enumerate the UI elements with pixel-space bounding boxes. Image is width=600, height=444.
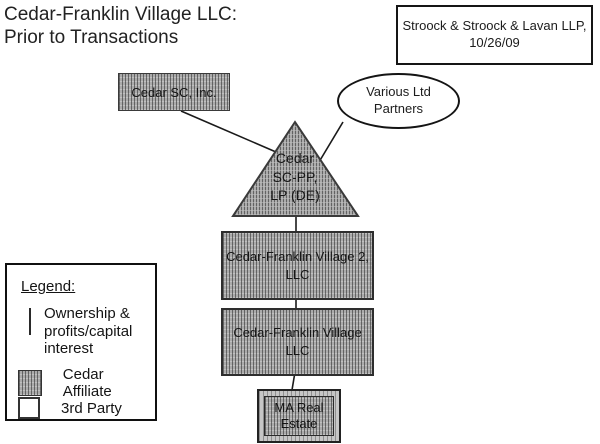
- firm-note-box: Stroock & Stroock & Lavan LLP, 10/26/09: [396, 5, 593, 65]
- node-cedar-franklin-village-llc: Cedar-Franklin Village LLC: [221, 308, 374, 376]
- node-cedar-sc-pp-line2: SC-PP,: [272, 168, 318, 185]
- page-title-line1: Cedar-Franklin Village LLC:: [4, 4, 238, 25]
- node-cedar-sc-inc-label: Cedar SC, Inc.: [131, 84, 217, 100]
- legend-ownership-label: Ownership & profits/capital interest: [44, 305, 133, 358]
- node-various-ltd-partners: Various Ltd Partners: [337, 73, 460, 129]
- edge-cedar-sc-to-triangle: [180, 110, 277, 153]
- legend-3rd-party-label: 3rd Party: [61, 399, 122, 417]
- node-ma-line1: MA Real: [274, 399, 324, 415]
- legend-box: Legend: Ownership & profits/capital inte…: [5, 263, 157, 421]
- node-cedar-sc-pp-label: Cedar SC-PP, LP (DE): [245, 149, 345, 205]
- legend-title: Legend:: [21, 278, 76, 295]
- white-square-icon: [18, 397, 40, 419]
- node-cedar-sc-pp-line3: LP (DE): [270, 187, 320, 204]
- page-title-line2: Prior to Transactions: [4, 27, 179, 49]
- node-cedar-sc-pp-line1: Cedar: [275, 150, 315, 166]
- node-cedar-sc-inc: Cedar SC, Inc.: [118, 73, 230, 111]
- ownership-line-icon: [29, 308, 31, 335]
- node-various-ltd-partners-line1: Various Ltd: [366, 84, 431, 100]
- legend-item-cedar-affiliate: Cedar Affiliate: [18, 366, 155, 400]
- node-village-line1: Cedar-Franklin Village: [233, 325, 362, 341]
- node-cedar-franklin-village-2-llc: Cedar-Franklin Village 2, LLC: [221, 231, 374, 300]
- node-village2-line2: LLC: [285, 266, 310, 282]
- node-various-ltd-partners-line2: Partners: [373, 101, 424, 116]
- node-ma-line2: Estate: [280, 416, 318, 431]
- firm-note-line1: Stroock & Stroock & Lavan LLP,: [402, 18, 587, 34]
- legend-affiliate-label: Cedar Affiliate: [62, 366, 112, 400]
- legend-item-3rd-party: 3rd Party: [18, 397, 122, 419]
- node-ma-real-estate-inner: MA Real Estate: [264, 396, 334, 436]
- node-ma-real-estate: MA Real Estate: [257, 389, 341, 443]
- hatched-square-icon: [18, 370, 42, 396]
- page-title: Cedar-Franklin Village LLC: Prior to Tra…: [4, 3, 237, 49]
- legend-item-ownership: Ownership & profits/capital interest: [29, 305, 146, 358]
- node-village2-line1: Cedar-Franklin Village 2,: [226, 248, 369, 264]
- node-village-line2: LLC: [285, 343, 310, 358]
- firm-note-line2: 10/26/09: [469, 35, 520, 50]
